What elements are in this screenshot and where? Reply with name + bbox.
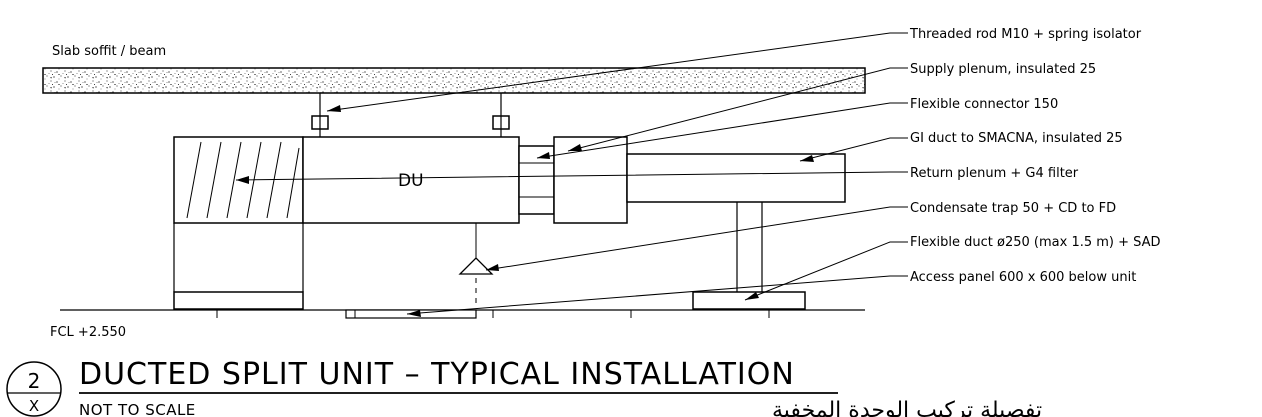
detail-number: 2 [28,369,41,393]
detail-title: DUCTED SPLIT UNIT – TYPICAL INSTALLATION [79,357,795,392]
threaded-rod-left [311,93,329,137]
callout-flex-duct: Flexible duct ø250 (max 1.5 m) + SAD [910,235,1161,250]
return-air-grille [173,223,304,310]
detail-title-arabic: تفصيلة تركيب الوحدة المخفية [772,398,1042,417]
concrete-slab [42,67,866,94]
flexible-duct-drop [736,202,763,292]
callout-rod: Threaded rod M10 + spring isolator [909,27,1142,42]
slab-label: Slab soffit / beam [52,44,166,59]
supply-air-diffuser [692,291,806,310]
threaded-rod-right [492,93,510,137]
callout-access-panel: Access panel 600 x 600 below unit [910,270,1136,285]
leader-lines [235,32,908,317]
scale-note: NOT TO SCALE [79,401,196,417]
callout-gi-duct: GI duct to SMACNA, insulated 25 [910,131,1123,146]
callout-supply-plenum: Supply plenum, insulated 25 [910,62,1096,77]
ducted-unit-body [302,136,520,224]
unit-tag: DU [398,171,424,191]
callout-flex-connector: Flexible connector 150 [910,97,1058,112]
detail-bubble: 2 X [6,361,62,417]
sheet-reference: X [29,397,39,415]
callout-condensate-trap: Condensate trap 50 + CD to FD [910,201,1116,216]
callout-return-plenum: Return plenum + G4 filter [910,166,1079,181]
gi-supply-duct [626,153,846,203]
ceiling-level-label: FCL +2.550 [50,325,126,340]
condensate-trap [458,223,494,303]
